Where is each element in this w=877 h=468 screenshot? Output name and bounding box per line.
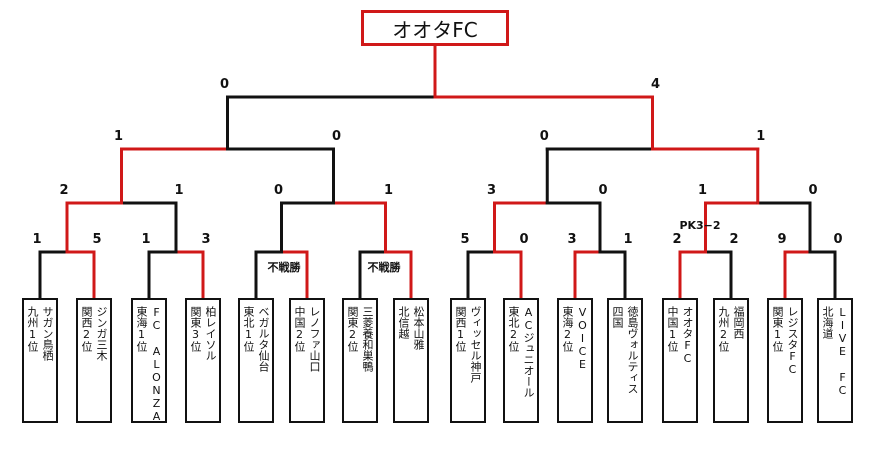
score-label: 0 [598,183,608,198]
score-label: 5 [460,232,470,247]
team-name: サガン鳥栖 [41,306,54,361]
team-name: レジスタFC [786,306,799,376]
score-label: 1 [383,183,394,198]
walkover-note: 不戦勝 [367,261,401,274]
team-name: 徳島ヴォルティス [626,306,639,394]
team-rank: 東北2位 [507,306,520,352]
team-name: FC ALONZA [150,306,163,423]
score-label: 0 [219,77,230,92]
score-label: 2 [729,232,739,247]
team-rank: 北信越 [397,306,410,339]
team-box: ジンガ三木関西2位 [76,298,112,423]
team-rank: 東海2位 [561,306,574,352]
team-name: 柏レイソル [204,306,217,361]
score-label: 1 [113,129,124,144]
team-name: ヴィッセル神戸 [469,306,482,383]
team-box: ACジュニオール東北2位 [503,298,539,423]
team-name: LIVE FC [836,306,849,397]
team-box: 松本山雅北信越 [393,298,429,423]
team-rank: 関東1位 [771,306,784,352]
team-box: サガン鳥栖九州1位 [22,298,58,423]
score-label: 3 [567,232,577,247]
score-label: 0 [833,232,843,247]
team-rank: 関西2位 [80,306,93,352]
champion-box: オオタFC [361,10,509,46]
team-box: レノファ山口中国2位 [289,298,325,423]
team-box: 三菱養和巣鴨関東2位 [342,298,378,423]
team-box: ヴィッセル神戸関西1位 [450,298,486,423]
team-rank: 四国 [611,306,624,328]
team-name: ジンガ三木 [95,306,108,361]
walkover-note: 不戦勝 [267,261,301,274]
team-box: 福岡西九州2位 [713,298,749,423]
score-label: 2 [59,183,69,198]
team-name: ACジュニオール [522,306,535,398]
score-label: 0 [808,183,818,198]
score-label: 5 [92,232,102,247]
team-rank: 北海道 [821,306,834,339]
team-rank: 関西1位 [454,306,467,352]
team-rank: 東海1位 [135,306,148,352]
team-name: VOICE [576,306,589,371]
score-label: 1 [623,232,633,247]
team-box: ベガルタ仙台東北1位 [238,298,274,423]
team-name: ベガルタ仙台 [257,306,270,372]
team-box: 柏レイソル関東3位 [185,298,221,423]
score-label: 1 [756,129,766,144]
team-name: 福岡西 [732,306,745,339]
score-label: 9 [777,232,787,247]
score-label: 0 [519,232,529,247]
team-rank: 関東3位 [189,306,202,352]
score-label: 0 [539,129,549,144]
score-label: 3 [486,183,497,198]
team-name: オオタFC [681,306,694,365]
team-rank: 関東2位 [346,306,359,352]
score-label: 4 [650,77,661,92]
team-rank: 中国2位 [293,306,306,352]
score-label: 0 [331,129,342,144]
team-name: レノファ山口 [308,306,321,372]
score-label: 2 [672,232,682,247]
score-label: 3 [201,232,211,247]
score-label: 1 [141,232,151,247]
team-rank: 九州2位 [717,306,730,352]
score-label: 1 [697,183,708,198]
team-box: 徳島ヴォルティス四国 [607,298,643,423]
score-label: 0 [273,183,284,198]
pk-note: PK3−2 [679,219,721,232]
score-label: 1 [174,183,184,198]
team-rank: 九州1位 [26,306,39,352]
team-rank: 中国1位 [666,306,679,352]
team-name: 三菱養和巣鴨 [361,306,374,372]
score-label: 1 [32,232,42,247]
team-name: 松本山雅 [412,306,425,350]
team-rank: 東北1位 [242,306,255,352]
champion-name: オオタFC [392,17,478,42]
